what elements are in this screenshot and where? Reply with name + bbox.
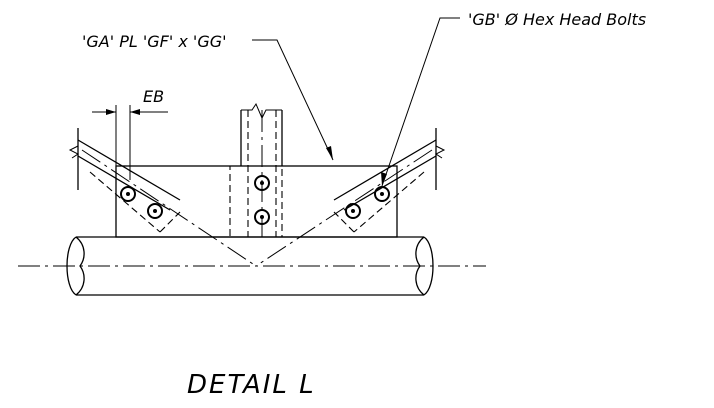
- edge-dimension: [92, 105, 168, 180]
- vertical-member: [229, 102, 283, 238]
- bolt-right-lower: [345, 203, 361, 219]
- bolt-right-upper: [374, 186, 390, 202]
- detail-title: DETAIL L: [187, 370, 316, 400]
- left-diagonal-member: [68, 128, 257, 267]
- plate-leader-line: [252, 39, 334, 161]
- bolt-left-lower: [147, 203, 163, 219]
- right-diagonal-member: [255, 128, 446, 267]
- bolt-spec-label: 'GB' Ø Hex Head Bolts: [468, 10, 646, 29]
- bolt-center-upper: [254, 175, 270, 191]
- edge-dimension-label: EB: [143, 87, 164, 106]
- gusset-plate: [115, 165, 398, 238]
- bolt-left-upper: [120, 186, 136, 202]
- plate-spec-label: 'GA' PL 'GF' x 'GG': [82, 32, 227, 51]
- bolt-center-lower: [254, 209, 270, 225]
- horizontal-chord-pipe: [18, 236, 486, 296]
- bolt-leader-line: [381, 17, 460, 187]
